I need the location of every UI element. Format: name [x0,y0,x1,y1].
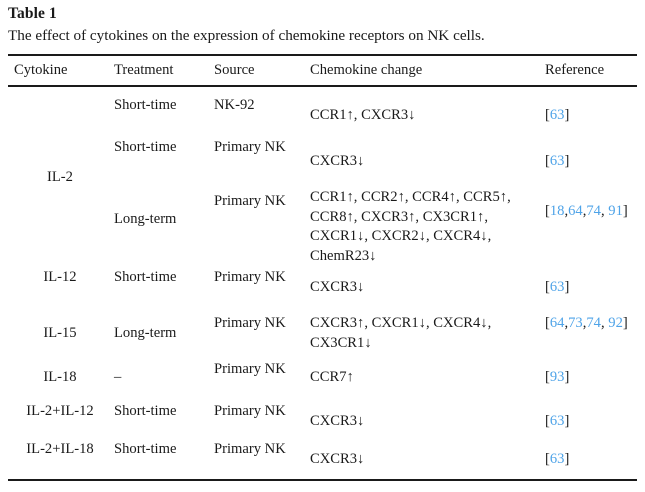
cell-source: NK-92 [214,97,255,113]
table-row: IL-15 Long-term Primary NK CXCR3↑, CXCR1↓, … [0,314,645,358]
reference-bracket-close: ] [564,279,570,295]
reference-link[interactable]: 91 [604,203,623,219]
reference-bracket-open: [ [545,315,550,331]
caption-block: Table 1 The effect of cytokines on the e… [8,4,637,46]
cell-source: Primary NK [214,361,286,377]
reference-bracket-close: ] [564,107,570,123]
reference-bracket-close: ] [622,315,628,331]
cell-source: Primary NK [214,193,286,209]
cell-reference[interactable]: [63] [545,106,640,126]
table-label: Table 1 [8,5,57,22]
reference-separator: , [600,203,605,219]
column-header-source: Source [214,62,255,78]
cell-chemokine-change: CXCR3↓ [310,279,365,295]
cell-source: Primary NK [214,441,286,457]
cell-cytokine: IL-2+IL-12 [26,403,94,419]
cell-chemokine-change: CXCR3↓ [310,451,365,467]
cell-cytokine: IL-12 [43,269,77,285]
cell-reference[interactable]: [63] [545,278,640,298]
cell-chemokine-change: CCR1↑, CCR2↑, CCR4↑, CCR5↑, CCR8↑, CXCR3… [310,189,511,264]
row-group-label-il2: IL-2 [47,169,73,185]
rule-top [8,54,637,56]
reference-bracket-open: [ [545,203,550,219]
reference-bracket-open: [ [545,451,550,467]
cell-cytokine: IL-2+IL-18 [26,441,94,457]
cell-treatment: – [114,369,122,385]
table-row: IL-18 – Primary NK CCR7↑ [93] [0,360,645,400]
cell-chemokine-change: CXCR3↓ [310,153,365,169]
table-caption: The effect of cytokines on the expressio… [8,27,485,44]
cell-treatment: Long-term [114,325,177,341]
cell-treatment: Short-time [114,441,177,457]
rule-header [8,85,637,87]
reference-link[interactable]: 93 [549,369,565,385]
reference-link[interactable]: 18 [549,203,565,219]
reference-separator: , [564,203,569,219]
table-row: Short-time Primary NK CXCR3↓ [63] [0,138,645,186]
reference-link[interactable]: 63 [549,279,565,295]
reference-link[interactable]: 64 [549,315,565,331]
cell-treatment: Short-time [114,403,177,419]
reference-bracket-open: [ [545,279,550,295]
rule-bottom [8,479,637,481]
cell-reference[interactable]: [63] [545,412,640,432]
cell-reference[interactable]: [63] [545,152,640,172]
cell-source: Primary NK [214,269,286,285]
reference-separator: , [582,203,587,219]
table-row: IL-2+IL-12 Short-time Primary NK CXCR3↓ [63] [0,402,645,442]
cell-treatment: Long-term [114,211,177,227]
reference-separator: , [582,315,587,331]
column-header-reference: Reference [545,62,605,78]
cell-reference[interactable]: [18,64,74, 91] [545,202,640,222]
table-row: Long-term Primary NK CCR1↑, CCR2↑, CCR4↑, … [0,188,645,264]
cell-treatment: Short-time [114,269,177,285]
reference-link[interactable]: 64 [568,203,583,219]
column-header-cytokine: Cytokine [14,62,68,78]
table-row: IL-2+IL-18 Short-time Primary NK CXCR3↓ [63] [0,440,645,480]
cell-source: Primary NK [214,403,286,419]
cell-chemokine-change: CXCR3↓ [310,413,365,429]
cell-treatment: Short-time [114,97,177,113]
cell-reference[interactable]: [63] [545,450,640,470]
reference-link[interactable]: 92 [604,315,623,331]
reference-bracket-close: ] [622,203,628,219]
column-header-chemokine-change: Chemokine change [310,62,423,78]
cell-reference[interactable]: [93] [545,368,640,388]
cell-reference[interactable]: [64,73,74, 92] [545,314,640,334]
reference-link[interactable]: 74 [586,203,601,219]
reference-bracket-close: ] [564,369,570,385]
cell-chemokine-change: CCR1↑, CXCR3↓ [310,107,416,123]
reference-link[interactable]: 63 [549,451,565,467]
cell-source: Primary NK [214,139,286,155]
reference-link[interactable]: 63 [549,413,565,429]
cell-chemokine-change: CXCR3↑, CXCR1↓, CXCR4↓, CX3CR1↓ [310,315,492,351]
cell-cytokine: IL-18 [43,369,77,385]
column-header-treatment: Treatment [114,62,174,78]
reference-link[interactable]: 63 [549,153,565,169]
reference-bracket-close: ] [564,413,570,429]
reference-bracket-open: [ [545,153,550,169]
cell-treatment: Short-time [114,139,177,155]
reference-link[interactable]: 74 [586,315,601,331]
table-row: IL-12 Short-time Primary NK CXCR3↓ [63] [0,268,645,312]
cell-chemokine-change: CCR7↑ [310,369,354,385]
reference-bracket-close: ] [564,153,570,169]
reference-separator: , [564,315,569,331]
table-header-row: Cytokine Treatment Source Chemokine chan… [0,60,645,84]
reference-bracket-open: [ [545,413,550,429]
reference-link[interactable]: 63 [549,107,565,123]
reference-bracket-close: ] [564,451,570,467]
reference-separator: , [600,315,605,331]
reference-bracket-open: [ [545,369,550,385]
reference-bracket-open: [ [545,107,550,123]
cell-cytokine: IL-15 [43,325,77,341]
reference-link[interactable]: 73 [568,315,583,331]
cell-source: Primary NK [214,315,286,331]
